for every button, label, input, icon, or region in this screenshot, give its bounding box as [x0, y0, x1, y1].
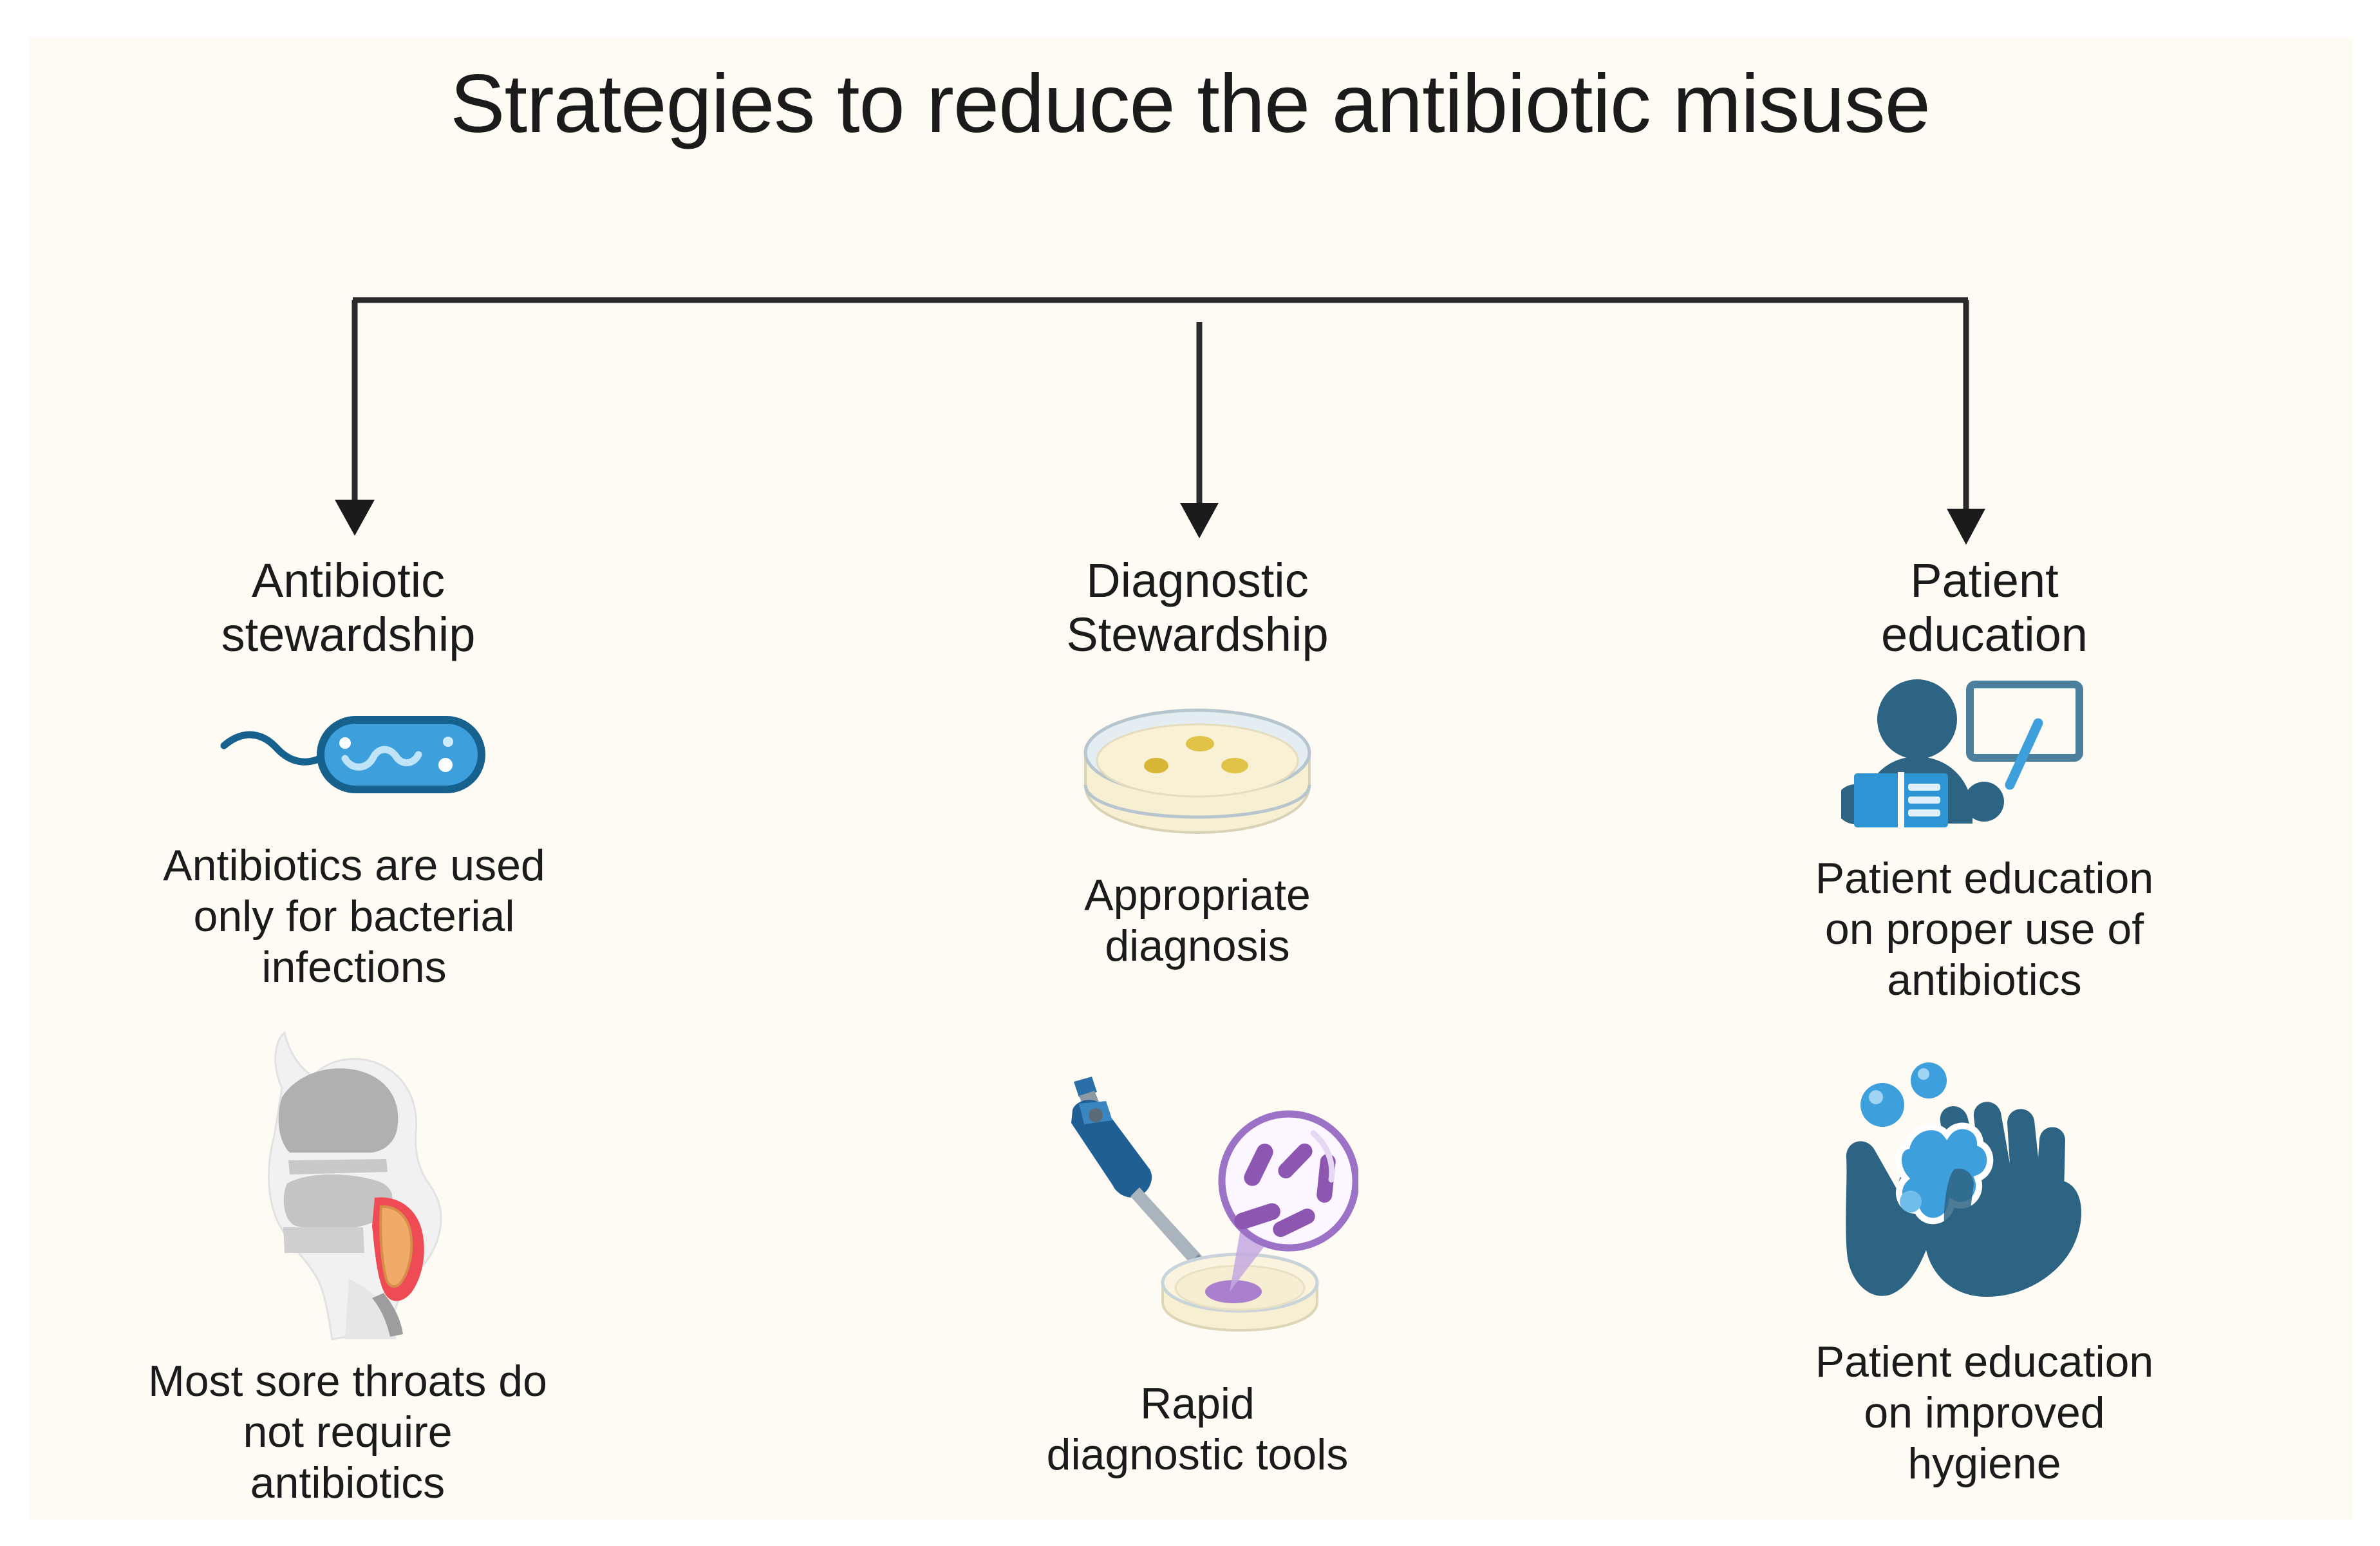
petri-dish-icon — [866, 687, 1529, 848]
block-proper-use-education: Patient education on proper use of antib… — [1638, 675, 2301, 1006]
branch-heading-patient-education: Patient education — [1881, 554, 2088, 661]
block-sore-throat: Most sore throats do not require antibio… — [23, 1026, 686, 1509]
page-title: Strategies to reduce the antibiotic misu… — [450, 58, 1931, 150]
block-hygiene-education: Patient education on improved hygiene — [1638, 1043, 2301, 1489]
throat-anatomy-icon — [23, 1026, 686, 1342]
pipette-petri-magnifier-icon — [866, 1070, 1529, 1346]
branch-diagnostic-stewardship: Diagnostic Stewardship A — [866, 554, 1529, 1480]
bacterium-icon — [23, 686, 686, 834]
caption-rapid-diagnostic-tools: Rapid diagnostic tools — [1046, 1379, 1349, 1479]
branch-antibiotic-stewardship: Antibiotic stewardship Antibiotics are u… — [23, 554, 686, 1508]
block-antibiotics-bacterial: Antibiotics are used only for bacterial … — [23, 686, 686, 993]
caption-sore-throat: Most sore throats do not require antibio… — [148, 1356, 547, 1507]
branch-heading-diagnostic-stewardship: Diagnostic Stewardship — [1066, 554, 1329, 661]
caption-hygiene-education: Patient education on improved hygiene — [1815, 1337, 2154, 1488]
branch-heading-antibiotic-stewardship: Antibiotic stewardship — [221, 554, 476, 661]
caption-proper-use-education: Patient education on proper use of antib… — [1815, 854, 2154, 1004]
branch-patient-education: Patient education — [1638, 554, 2301, 1489]
caption-antibiotics-bacterial: Antibiotics are used only for bacterial … — [163, 841, 545, 992]
block-rapid-diagnostic-tools: Rapid diagnostic tools — [866, 1070, 1529, 1480]
block-appropriate-diagnosis: Appropriate diagnosis — [866, 687, 1529, 972]
handwashing-icon — [1638, 1043, 2301, 1314]
caption-appropriate-diagnosis: Appropriate diagnosis — [1084, 871, 1311, 971]
teacher-whiteboard-icon — [1638, 675, 2301, 836]
